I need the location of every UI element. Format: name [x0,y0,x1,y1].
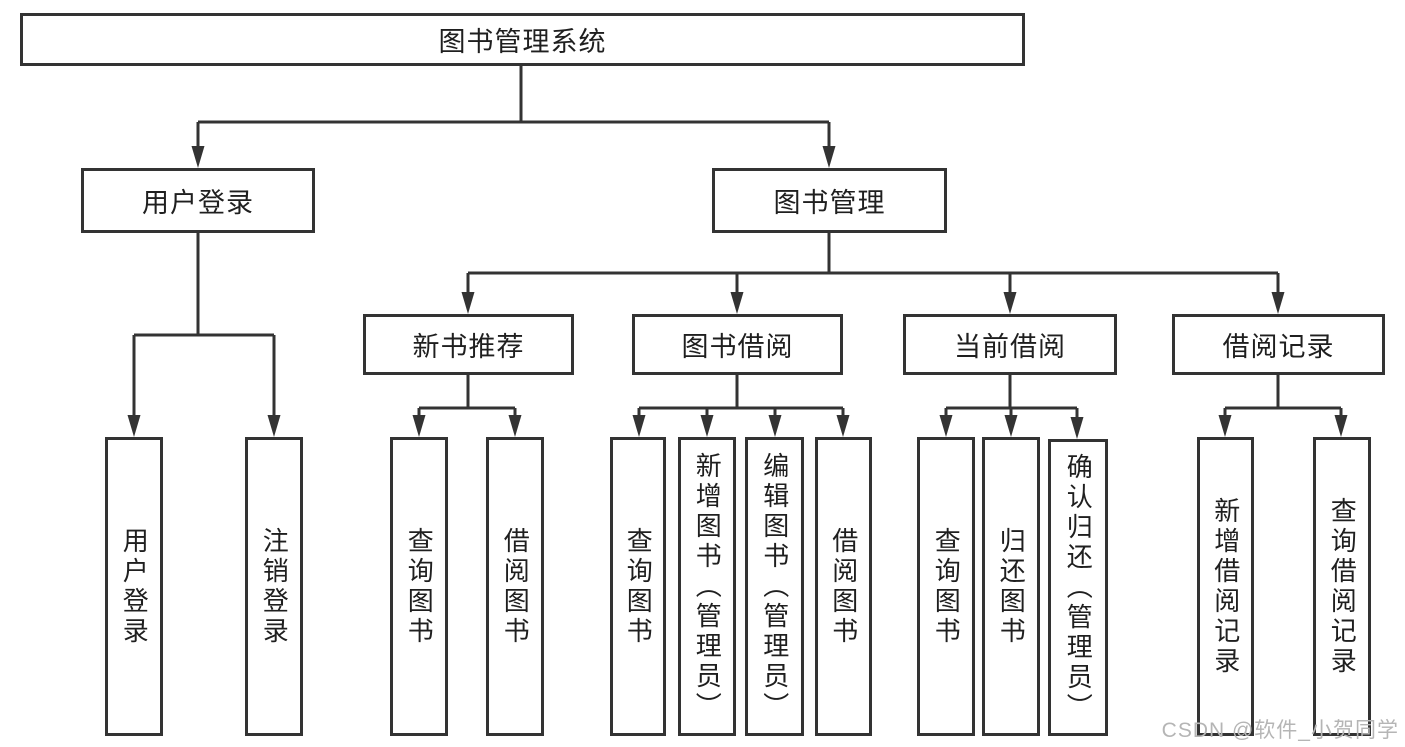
leaf-add-borrow-record: 新增借阅记录 [1197,437,1254,736]
node-library-system: 图书管理系统 [20,13,1025,66]
node-book-management: 图书管理 [712,168,947,233]
node-current-borrow: 当前借阅 [903,314,1117,375]
leaf-confirm-return-admin-label: 确认归还（管理员） [1063,452,1094,723]
leaf-query-books-3-label: 查询图书 [931,526,962,647]
leaf-query-books-1: 查询图书 [390,437,448,736]
leaf-return-books: 归还图书 [982,437,1040,736]
leaf-confirm-return-admin: 确认归还（管理员） [1048,439,1108,736]
node-user-login: 用户登录 [81,168,315,233]
node-new-book-recommend-label: 新书推荐 [412,332,525,362]
leaf-return-books-label: 归还图书 [996,526,1027,647]
leaf-borrow-books-1-label: 借阅图书 [500,526,531,647]
leaf-edit-books-admin-label: 编辑图书（管理员） [759,451,790,722]
leaf-user-login-label: 用户登录 [119,526,150,647]
node-book-borrow-label: 图书借阅 [681,332,794,362]
leaf-logout-label: 注销登录 [259,526,290,647]
leaf-query-books-1-label: 查询图书 [404,526,435,647]
leaf-borrow-books-2-label: 借阅图书 [828,526,859,647]
node-borrow-record: 借阅记录 [1172,314,1385,375]
node-user-login-label: 用户登录 [142,188,254,218]
leaf-query-books-2: 查询图书 [610,437,666,736]
leaf-query-borrow-record-label: 查询借阅记录 [1327,496,1358,677]
leaf-add-borrow-record-label: 新增借阅记录 [1210,496,1241,677]
node-book-borrow: 图书借阅 [632,314,843,375]
leaf-logout: 注销登录 [245,437,303,736]
node-library-system-label: 图书管理系统 [438,27,607,57]
leaf-borrow-books-1: 借阅图书 [486,437,544,736]
csdn-watermark: CSDN @软件_小贺同学 [1161,719,1399,742]
node-new-book-recommend: 新书推荐 [363,314,574,375]
leaf-query-books-3: 查询图书 [917,437,975,736]
leaf-query-borrow-record: 查询借阅记录 [1313,437,1371,736]
leaf-borrow-books-2: 借阅图书 [815,437,872,736]
leaf-add-books-admin-label: 新增图书（管理员） [692,451,723,722]
leaf-edit-books-admin: 编辑图书（管理员） [745,437,804,736]
leaf-query-books-2-label: 查询图书 [623,526,654,647]
leaf-add-books-admin: 新增图书（管理员） [678,437,736,736]
arrowheads [127,146,1348,439]
node-borrow-record-label: 借阅记录 [1222,332,1335,362]
node-book-management-label: 图书管理 [773,188,886,218]
leaf-user-login: 用户登录 [105,437,163,736]
node-current-borrow-label: 当前借阅 [954,332,1066,362]
